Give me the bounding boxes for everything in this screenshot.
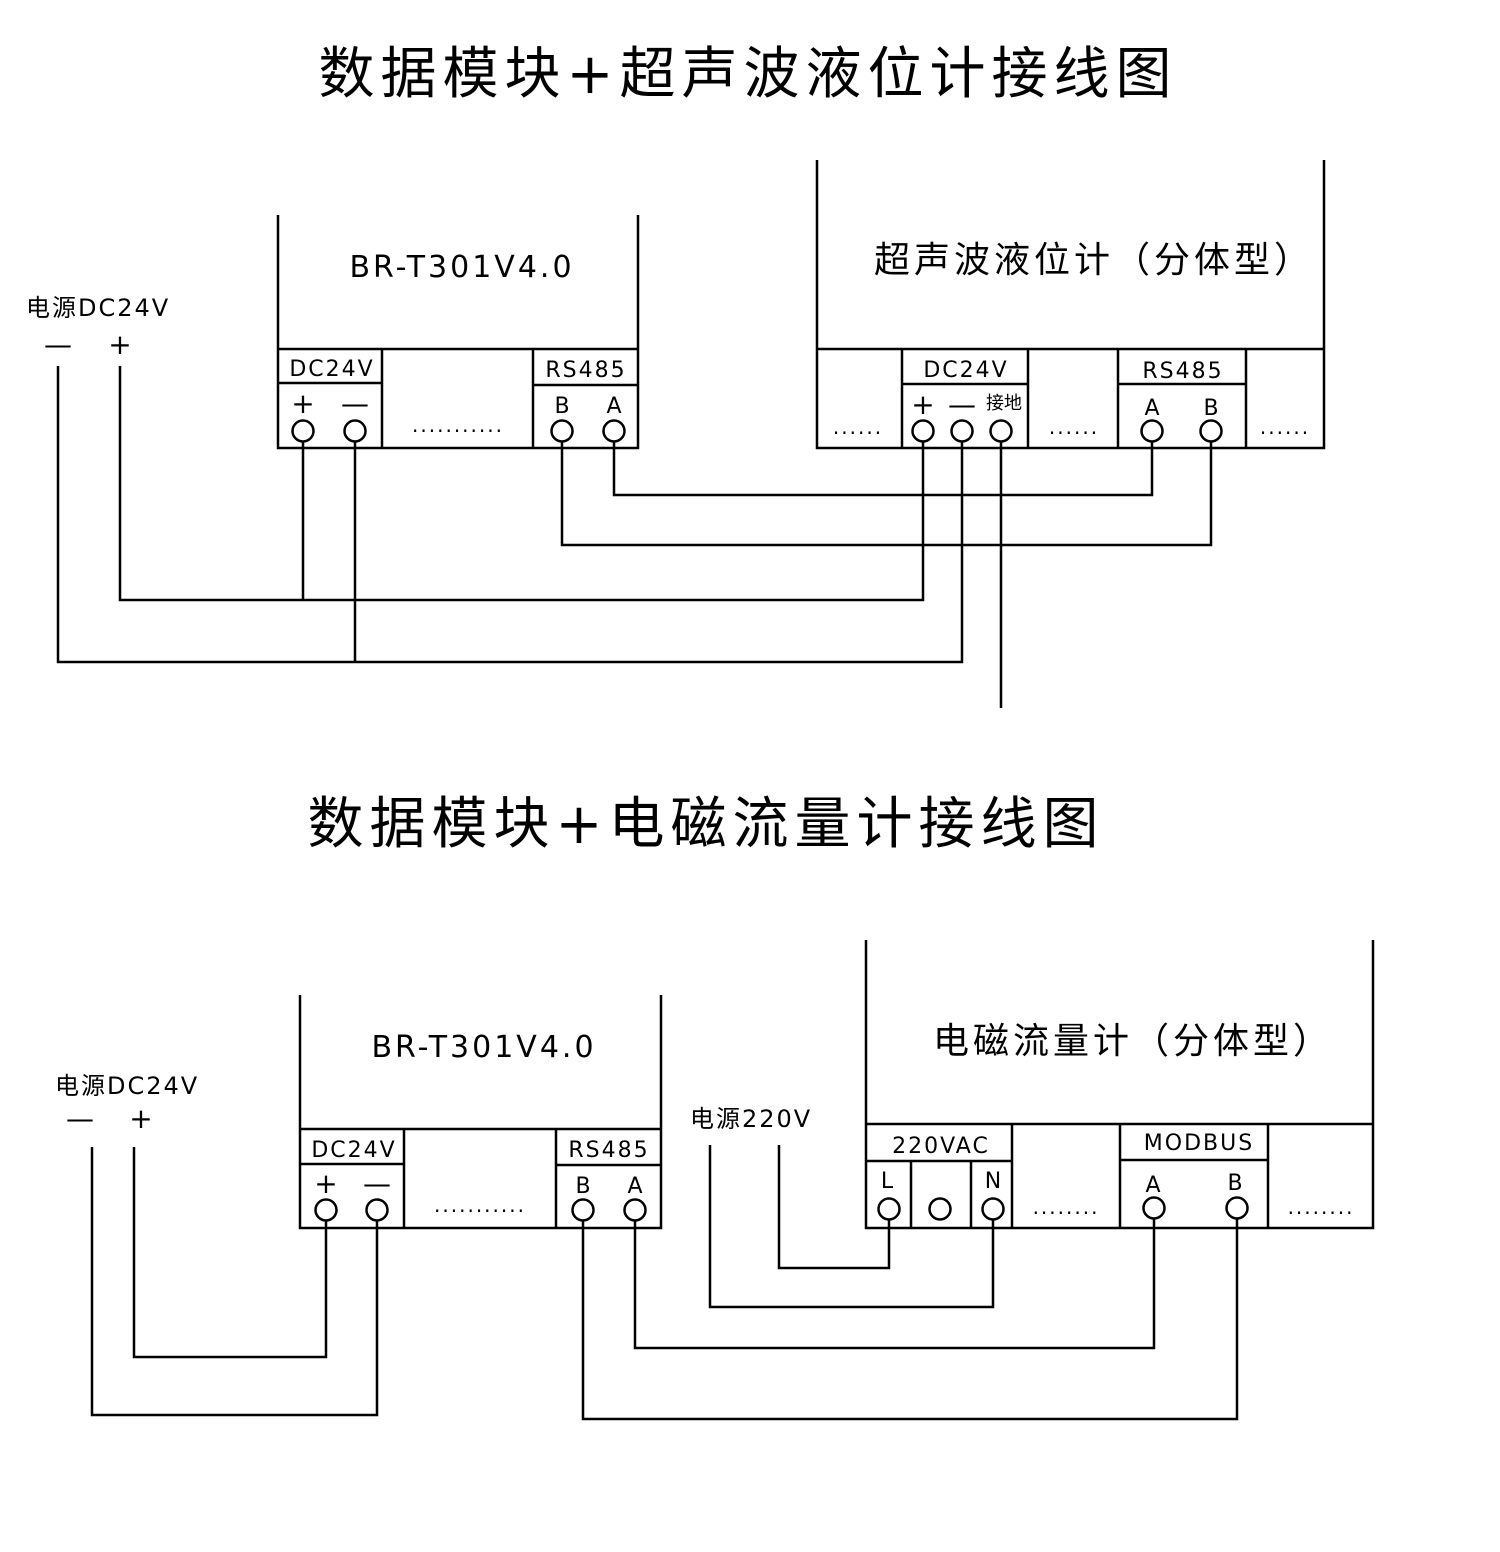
- meter-ac-header: 220VAC: [892, 1134, 990, 1159]
- wire-modbus-a: [633, 1208, 1156, 1350]
- module-name: BR-T301V4.0: [371, 1030, 596, 1065]
- data-module: BR-T301V4.0 DC24V + — ........... RS485 …: [276, 215, 640, 450]
- terminal-module-b: [550, 419, 574, 443]
- module-pin-a-label: A: [627, 1174, 642, 1199]
- wire-power-minus: [90, 1147, 379, 1417]
- meter-pin-l-label: L: [881, 1169, 894, 1194]
- power-label: 电源DC24V: [26, 294, 170, 322]
- meter-dots-right: ........: [1288, 1195, 1355, 1219]
- wire-ac-n: [708, 1145, 995, 1309]
- module-dc-header: DC24V: [289, 357, 374, 382]
- module-dc-minus-label: —: [363, 1167, 391, 1200]
- electromagnetic-flowmeter: 电磁流量计（分体型） 220VAC L N ........ MODBUS A …: [864, 940, 1375, 1230]
- meter-pin-a-label: A: [1144, 396, 1159, 421]
- wire-rs485-a: [612, 431, 1154, 497]
- wire-modbus-b: [581, 1208, 1239, 1421]
- ac-power-label: 电源220V: [690, 1105, 812, 1133]
- meter-rs485-header: RS485: [1142, 359, 1223, 384]
- meter-dots-mid: ........: [1033, 1195, 1100, 1219]
- meter-dots-mid: ......: [1049, 415, 1099, 439]
- wires-diagram1: [56, 366, 1213, 708]
- meter-outline: [815, 160, 1326, 450]
- module-dots: ...........: [412, 413, 504, 437]
- meter-pin-n-label: N: [985, 1169, 1001, 1194]
- terminal-module-a: [623, 1198, 647, 1222]
- ultrasonic-level-meter: 超声波液位计（分体型） ...... DC24V + — 接地 ...... R…: [815, 160, 1326, 450]
- diagram-ultrasonic: 数据模块+超声波液位计接线图 电源DC24V — + BR-T301V4.0 D…: [26, 42, 1326, 708]
- terminal-meter-ground: [989, 419, 1013, 443]
- diagram-electromagnetic: 数据模块+电磁流量计接线图 电源DC24V — + BR-T301V4.0 DC…: [55, 792, 1375, 1421]
- module-outline: [298, 995, 663, 1230]
- terminal-module-minus: [343, 419, 367, 443]
- terminal-meter-minus: [950, 419, 974, 443]
- terminal-module-b: [571, 1198, 595, 1222]
- data-module: BR-T301V4.0 DC24V + — ........... RS485 …: [298, 995, 663, 1230]
- wire-power-minus: [56, 366, 964, 664]
- module-rs485-header: RS485: [568, 1138, 649, 1163]
- terminal-meter-plus: [911, 419, 935, 443]
- power-minus-symbol: —: [44, 328, 72, 361]
- wire-power-plus: [118, 366, 925, 602]
- module-dc-minus-label: —: [341, 387, 369, 420]
- module-dc-plus-label: +: [291, 387, 314, 420]
- terminals-diagram2: [314, 1196, 1249, 1222]
- power-label: 电源DC24V: [55, 1072, 199, 1100]
- power-supply-dc24v: 电源DC24V — +: [55, 1072, 199, 1135]
- module-pin-b-label: B: [575, 1174, 590, 1199]
- meter-dots-left: ......: [833, 415, 883, 439]
- module-outline: [276, 215, 640, 450]
- wire-rs485-b: [560, 431, 1213, 547]
- module-name: BR-T301V4.0: [349, 250, 574, 285]
- meter-dc-plus-label: +: [911, 388, 934, 421]
- module-dc-header: DC24V: [311, 1138, 396, 1163]
- terminal-module-a: [602, 419, 626, 443]
- meter-pin-b-label: B: [1203, 396, 1218, 421]
- terminal-meter-earth: [928, 1197, 952, 1221]
- module-pin-a-label: A: [606, 394, 621, 419]
- module-pin-b-label: B: [554, 394, 569, 419]
- meter-modbus-header: MODBUS: [1144, 1131, 1254, 1156]
- terminal-module-plus: [314, 1198, 338, 1222]
- meter-pin-b-label: B: [1227, 1171, 1242, 1196]
- terminal-module-plus: [291, 419, 315, 443]
- meter-dc-minus-label: —: [948, 388, 976, 421]
- power-supply-dc24v: 电源DC24V — +: [26, 294, 170, 361]
- wires-diagram2: [90, 1145, 1239, 1421]
- module-dc-plus-label: +: [314, 1167, 337, 1200]
- terminal-meter-b: [1199, 419, 1223, 443]
- power-plus-symbol: +: [129, 1102, 152, 1135]
- meter-ground-label: 接地: [986, 393, 1022, 414]
- meter-dots-right: ......: [1260, 415, 1310, 439]
- wire-power-plus: [132, 1147, 328, 1359]
- module-dots: ...........: [434, 1193, 526, 1217]
- terminal-meter-l: [877, 1197, 901, 1221]
- power-minus-symbol: —: [66, 1102, 94, 1135]
- meter-name: 电磁流量计（分体型）: [933, 1021, 1333, 1062]
- terminal-meter-a: [1140, 419, 1164, 443]
- wire-ac-l: [777, 1145, 891, 1270]
- meter-name: 超声波液位计（分体型）: [874, 240, 1314, 281]
- terminals-diagram1: [291, 419, 1223, 443]
- meter-dc-header: DC24V: [923, 358, 1008, 383]
- terminal-meter-a: [1142, 1196, 1166, 1220]
- meter-pin-a-label: A: [1145, 1173, 1160, 1198]
- diagram2-title: 数据模块+电磁流量计接线图: [308, 792, 1105, 857]
- terminal-meter-n: [981, 1197, 1005, 1221]
- power-plus-symbol: +: [108, 328, 131, 361]
- terminal-meter-b: [1225, 1196, 1249, 1220]
- terminal-module-minus: [365, 1198, 389, 1222]
- module-rs485-header: RS485: [545, 358, 626, 383]
- diagram1-title: 数据模块+超声波液位计接线图: [319, 42, 1178, 107]
